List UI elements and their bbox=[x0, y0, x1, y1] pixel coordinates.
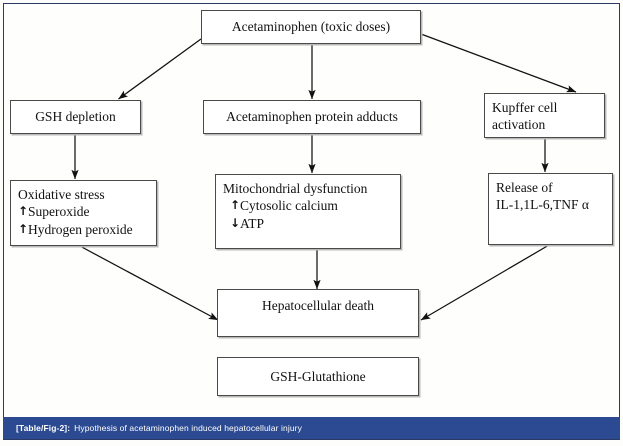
node-mitochondrial-dysfunction-line1: Mitochondrial dysfunction bbox=[223, 181, 368, 196]
up-arrow-icon: ↑ bbox=[18, 204, 29, 219]
node-cytokine-release-line2: IL-1,1L-6,TNF α bbox=[496, 197, 589, 213]
node-oxidative-stress-line2: Superoxide bbox=[28, 204, 90, 220]
node-cytokine-release-line1: Release of bbox=[496, 180, 553, 195]
figure-caption-tag: [Table/Fig-2]: bbox=[16, 423, 71, 433]
node-legend-gsh-glutathione[interactable]: GSH-Glutathione bbox=[217, 357, 419, 396]
node-cytokine-release[interactable]: Release of IL-1,1L-6,TNF α bbox=[488, 173, 613, 245]
node-oxidative-stress-line3: Hydrogen peroxide bbox=[28, 221, 133, 237]
node-mitochondrial-dysfunction[interactable]: Mitochondrial dysfunction ↑Cytosolic cal… bbox=[215, 174, 401, 249]
down-arrow-icon: ↓ bbox=[230, 215, 241, 230]
node-protein-adducts-label: Acetaminophen protein adducts bbox=[226, 109, 398, 125]
figure-caption-text: Hypothesis of acetaminophen induced hepa… bbox=[74, 423, 302, 433]
node-gsh-depletion-label: GSH depletion bbox=[35, 109, 116, 125]
up-arrow-icon: ↑ bbox=[230, 198, 241, 213]
node-legend-label: GSH-Glutathione bbox=[270, 368, 366, 384]
node-kupffer-activation[interactable]: Kupffer cell activation bbox=[484, 93, 605, 138]
node-acetaminophen-label: Acetaminophen (toxic doses) bbox=[231, 19, 391, 35]
node-acetaminophen[interactable]: Acetaminophen (toxic doses) bbox=[201, 10, 421, 44]
node-kupffer-activation-line2: activation bbox=[492, 117, 546, 133]
node-mitochondrial-dysfunction-line2: Cytosolic calcium bbox=[240, 198, 338, 214]
up-arrow-icon: ↑ bbox=[18, 221, 29, 236]
node-gsh-depletion[interactable]: GSH depletion bbox=[10, 100, 141, 134]
node-oxidative-stress[interactable]: Oxidative stress ↑Superoxide ↑Hydrogen p… bbox=[10, 180, 157, 246]
node-kupffer-activation-line1: Kupffer cell bbox=[492, 100, 558, 115]
node-hepatocellular-death[interactable]: Hepatocellular death bbox=[217, 289, 419, 337]
node-oxidative-stress-line1: Oxidative stress bbox=[18, 187, 105, 202]
node-hepatocellular-death-label: Hepatocellular death bbox=[261, 298, 375, 313]
node-protein-adducts[interactable]: Acetaminophen protein adducts bbox=[203, 100, 421, 134]
node-mitochondrial-dysfunction-line3: ATP bbox=[240, 215, 265, 231]
figure-caption-bar: [Table/Fig-2]: Hypothesis of acetaminoph… bbox=[3, 417, 620, 439]
